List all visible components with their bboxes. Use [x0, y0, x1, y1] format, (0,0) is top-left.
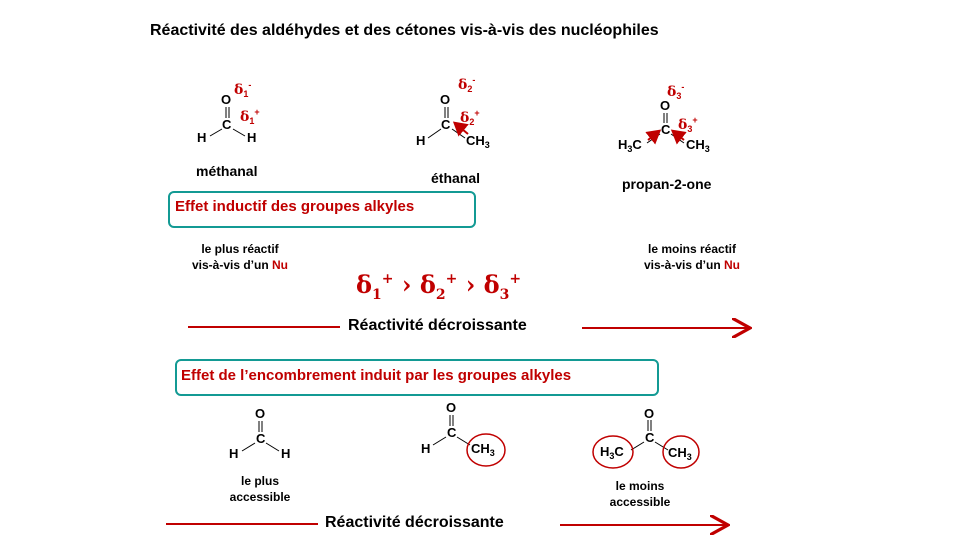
charge-inequality: δ1+ › δ2+ › δ3+	[356, 270, 522, 303]
steric-effect-box	[175, 359, 659, 396]
atom-o: O	[644, 406, 655, 421]
least-reactive-note: le moins réactif vis-à-vis d’un Nu	[643, 242, 741, 272]
atom-c: C	[447, 425, 457, 440]
atom-c: C	[661, 122, 671, 137]
partial-charge-delta1-minus: δ1-	[234, 80, 252, 99]
atom-h-left: H	[416, 133, 426, 148]
steric-effect-label: Effet de l’encombrement induit par les g…	[181, 367, 572, 384]
ethanal-inductive-arrow	[452, 121, 469, 137]
partial-charge-delta3-plus: δ3+	[678, 115, 698, 134]
most-accessible-note: le plus accessible	[229, 474, 291, 504]
methanal-bonds	[209, 107, 246, 137]
molecule-name-methanal: méthanal	[196, 163, 258, 179]
atom-h-left: H	[197, 130, 207, 145]
group-h3c: H3C	[618, 137, 642, 154]
inductive-effect-label: Effet inductif des groupes alkyles	[175, 198, 415, 215]
atom-h-right: H	[281, 446, 291, 461]
page-title: Réactivité des aldéhydes et des cétones …	[150, 22, 659, 39]
partial-charge-delta2-minus: δ2-	[458, 75, 476, 94]
atom-o: O	[446, 400, 457, 415]
group-ch3: CH3	[686, 137, 710, 154]
partial-charge-delta1-plus: δ1+	[240, 107, 260, 126]
steric-circle-m2-ch3	[466, 433, 506, 467]
molecule-name-ethanal: éthanal	[431, 170, 481, 186]
group-ch3: CH3	[466, 133, 490, 150]
steric-circle-m3-h3c	[592, 435, 634, 469]
group-ch3: CH3	[668, 445, 692, 462]
group-ch3: CH3	[471, 441, 495, 458]
atom-o: O	[255, 406, 266, 421]
partial-charge-delta2-plus: δ2+	[460, 108, 480, 127]
atom-c: C	[441, 117, 451, 132]
atom-o: O	[660, 98, 671, 113]
atom-h-left: H	[421, 441, 431, 456]
reactivity-label-top: Réactivité décroissante	[348, 317, 527, 334]
most-reactive-note: le plus réactif vis-à-vis d’un Nu	[191, 242, 289, 272]
reactivity-label-bottom: Réactivité décroissante	[325, 514, 504, 531]
propanone-arrow-left	[645, 129, 662, 145]
atom-o: O	[440, 92, 451, 107]
steric-m1-bonds	[241, 421, 280, 452]
atom-c: C	[222, 117, 232, 132]
atom-c: C	[256, 431, 266, 446]
least-accessible-note: le moins accessible	[609, 479, 671, 509]
group-h3c: H3C	[600, 444, 624, 461]
inductive-effect-box	[168, 191, 476, 228]
steric-circle-m3-ch3	[662, 435, 700, 469]
atom-h-left: H	[229, 446, 239, 461]
atom-c: C	[645, 430, 655, 445]
atom-h-right: H	[247, 130, 257, 145]
propanone-arrow-right	[670, 129, 687, 145]
partial-charge-delta3-minus: δ3-	[667, 82, 685, 101]
molecule-name-propanone: propan-2-one	[622, 176, 712, 192]
atom-o: O	[221, 92, 232, 107]
